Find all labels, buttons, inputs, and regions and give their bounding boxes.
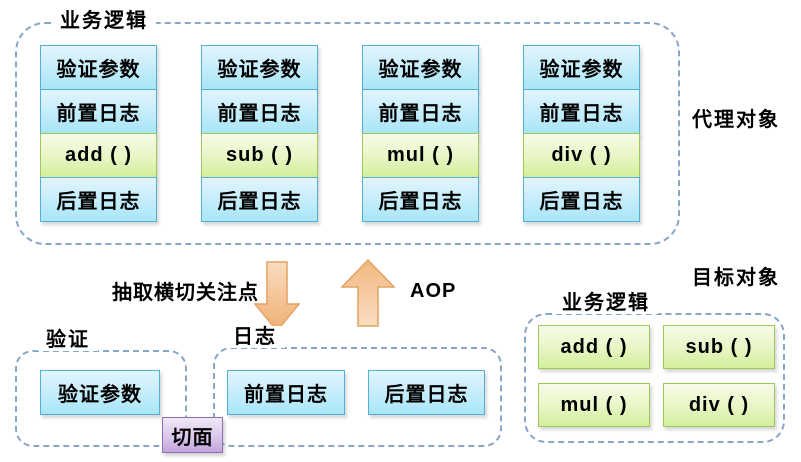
validate-params-box: 验证参数: [40, 370, 160, 415]
validate-params-cell: 验证参数: [523, 45, 640, 90]
target-group-label: 业务逻辑: [554, 292, 658, 314]
post-log-cell: 后置日志: [201, 177, 318, 222]
method-sub-box: sub ( ): [663, 325, 775, 369]
validate-params-cell: 验证参数: [201, 45, 318, 90]
pre-log-cell: 前置日志: [362, 89, 479, 134]
validation-group-label: 验证: [38, 329, 98, 351]
extract-down-arrow-icon: [254, 261, 300, 333]
pre-log-cell: 前置日志: [40, 89, 157, 134]
proxy-method-stack-sub: 验证参数 前置日志 sub ( ) 后置日志: [201, 45, 318, 222]
proxy-method-stack-div: 验证参数 前置日志 div ( ) 后置日志: [523, 45, 640, 222]
log-aspect-group: [213, 347, 502, 447]
target-object-label: 目标对象: [692, 267, 780, 289]
pre-log-cell: 前置日志: [523, 89, 640, 134]
method-cell: mul ( ): [362, 133, 479, 178]
validation-aspect-group: [15, 350, 187, 447]
aop-label: AOP: [410, 280, 457, 302]
proxy-group-label: 业务逻辑: [52, 10, 156, 32]
extract-crosscut-label: 抽取横切关注点: [112, 282, 259, 304]
aop-up-arrow-icon: [340, 259, 396, 327]
method-add-box: add ( ): [538, 325, 650, 369]
proxy-object-label: 代理对象: [692, 109, 780, 131]
method-cell: add ( ): [40, 133, 157, 178]
pre-log-box: 前置日志: [227, 370, 345, 415]
proxy-method-stack-mul: 验证参数 前置日志 mul ( ) 后置日志: [362, 45, 479, 222]
method-cell: sub ( ): [201, 133, 318, 178]
post-log-cell: 后置日志: [362, 177, 479, 222]
proxy-method-stack-add: 验证参数 前置日志 add ( ) 后置日志: [40, 45, 157, 222]
pre-log-cell: 前置日志: [201, 89, 318, 134]
post-log-cell: 后置日志: [523, 177, 640, 222]
target-object-group: [524, 313, 785, 443]
validate-params-cell: 验证参数: [362, 45, 479, 90]
aspect-badge: 切面: [162, 417, 223, 453]
proxy-object-group: [15, 22, 680, 245]
method-cell: div ( ): [523, 133, 640, 178]
method-mul-box: mul ( ): [538, 383, 650, 427]
post-log-box: 后置日志: [368, 370, 485, 415]
log-group-label: 日志: [225, 326, 285, 348]
method-div-box: div ( ): [663, 383, 775, 427]
post-log-cell: 后置日志: [40, 177, 157, 222]
validate-params-cell: 验证参数: [40, 45, 157, 90]
